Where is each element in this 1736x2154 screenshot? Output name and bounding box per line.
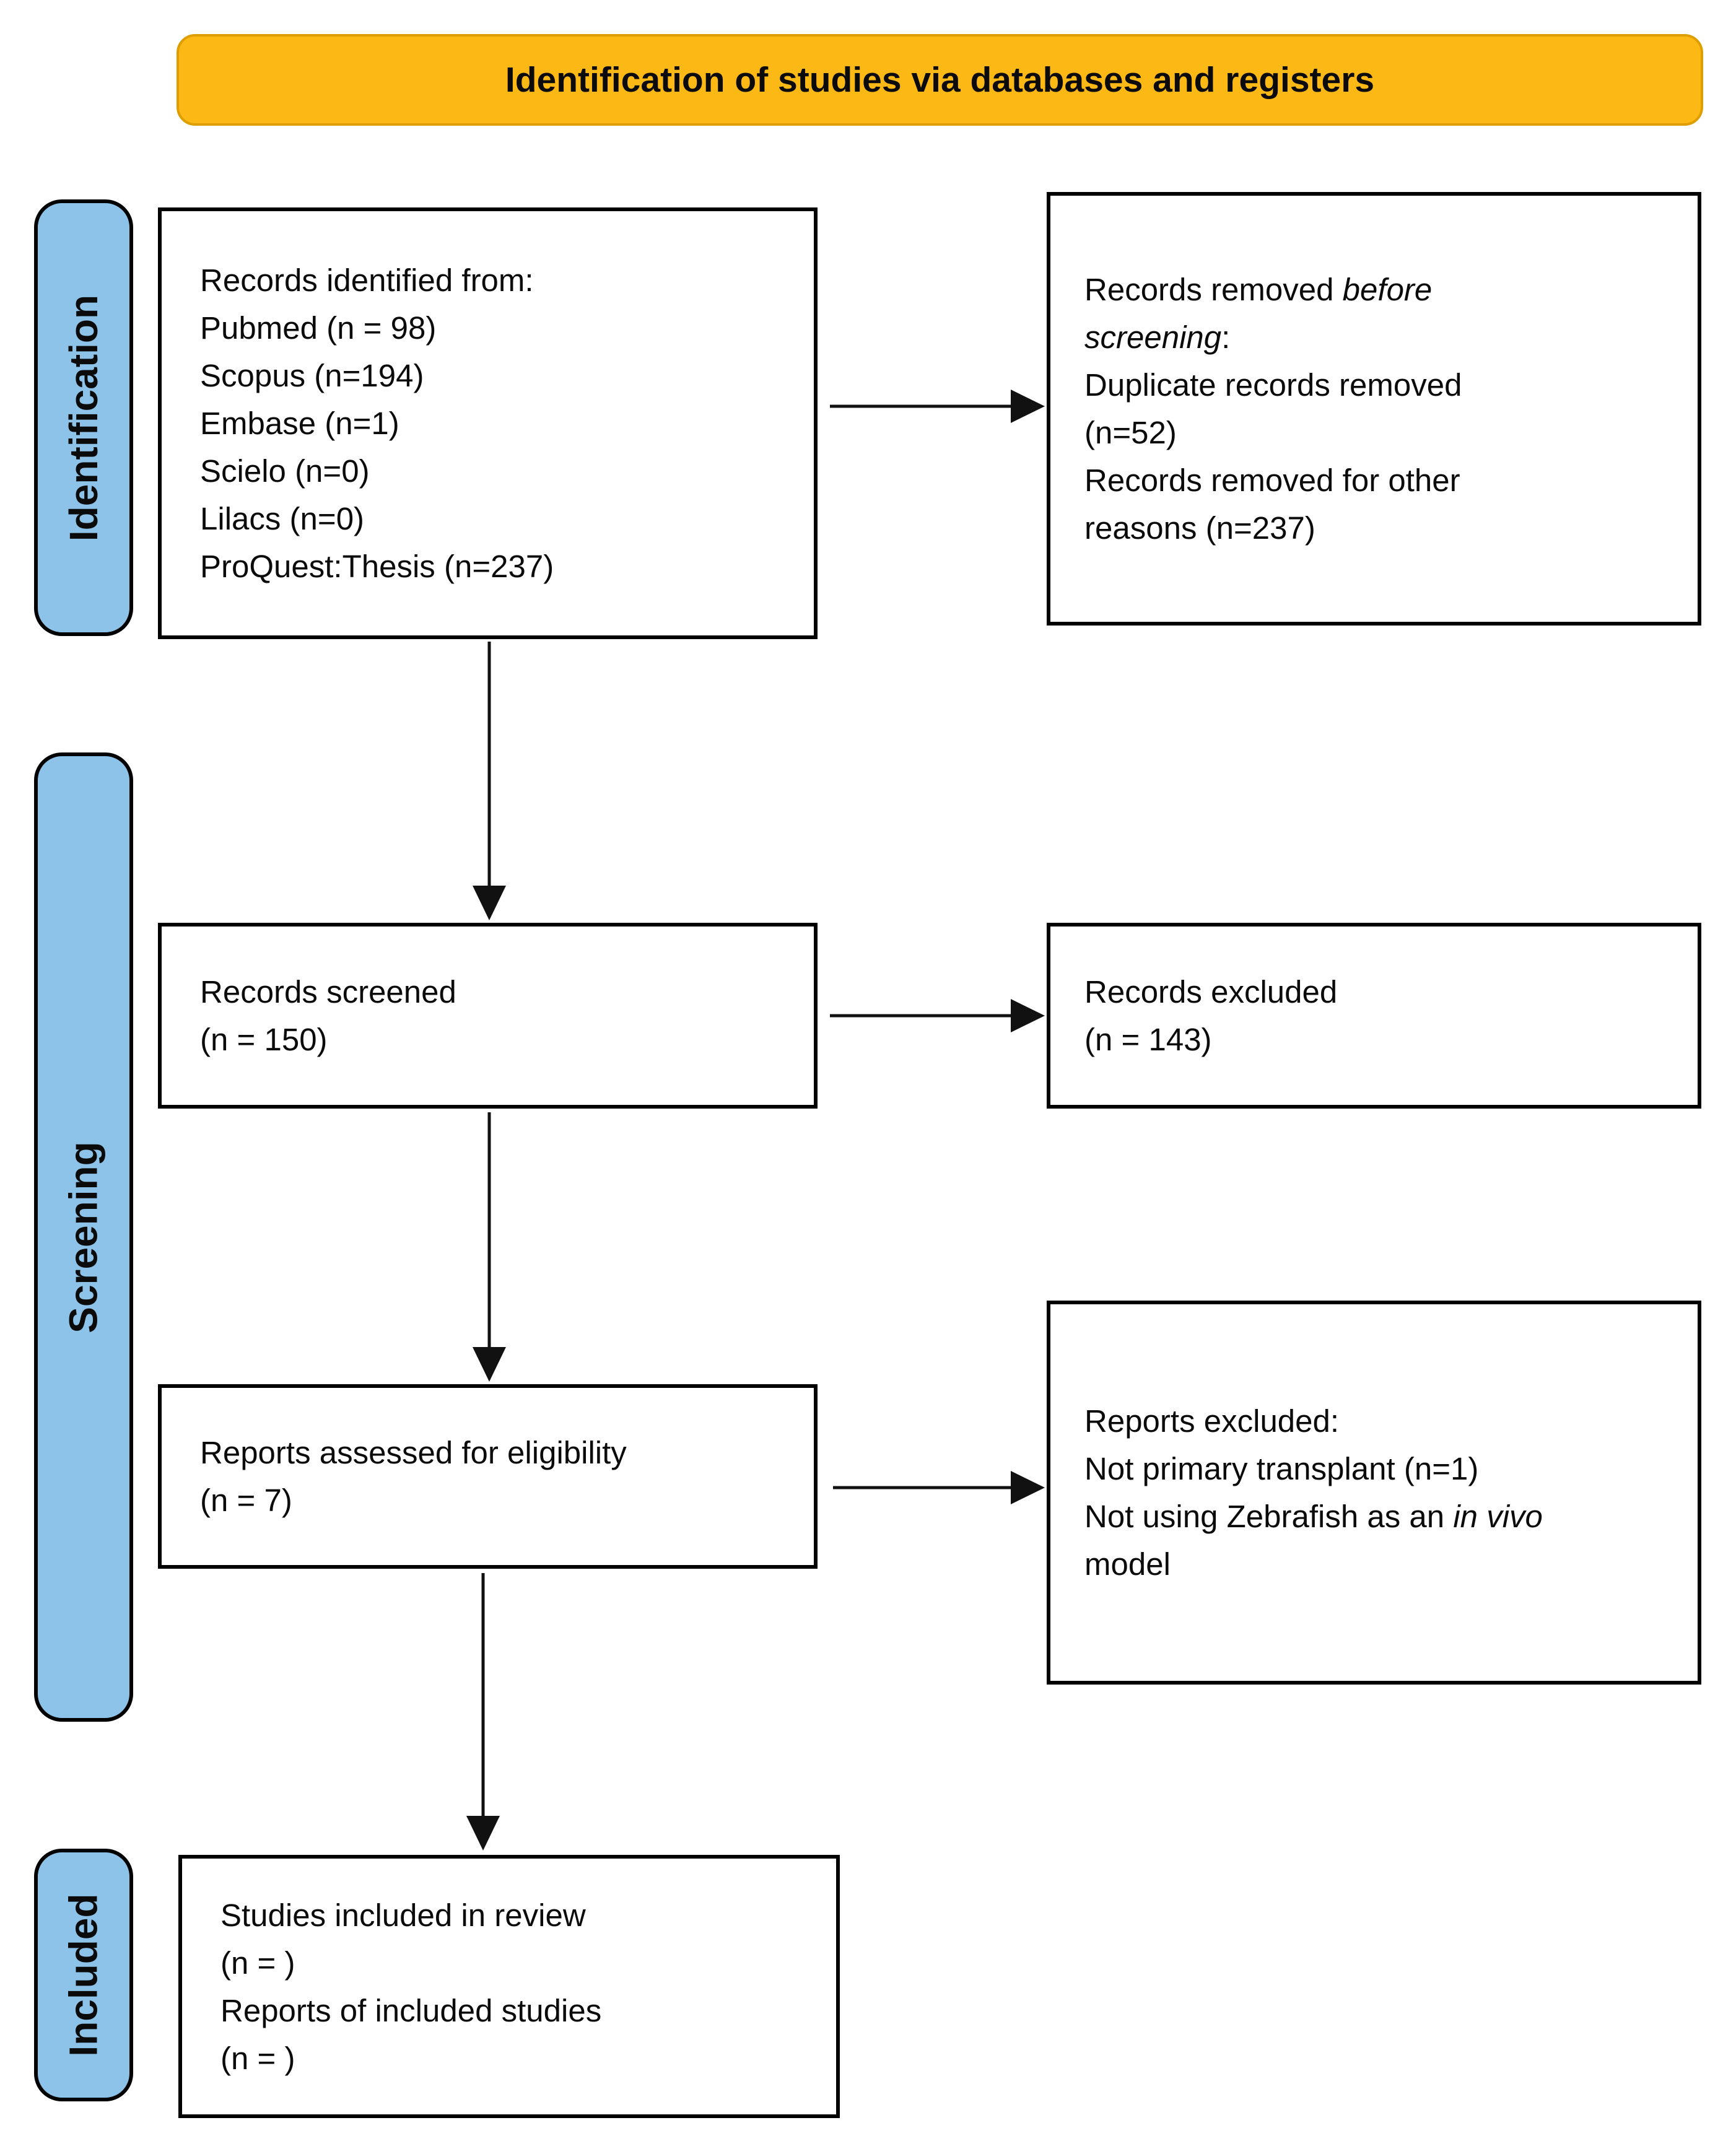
stage-tab-screening: Screening — [34, 752, 133, 1722]
text-line: Studies included in review — [220, 1897, 586, 1933]
text-line: (n=52) — [1084, 415, 1177, 450]
box-reports-assessed-for-eligibility: Reports assessed for eligibility (n = 7) — [158, 1384, 818, 1569]
arrow-identified-to-screened-icon — [473, 642, 506, 920]
text-line: Not using Zebrafish as an in vivo — [1084, 1499, 1543, 1534]
text-line: (n = ) — [220, 2040, 295, 2076]
arrow-screened-to-assessed-icon — [473, 1112, 506, 1382]
stage-tab-identification: Identification — [34, 199, 133, 636]
box-records-excluded: Records excluded (n = 143) — [1047, 923, 1701, 1109]
box-records-identified: Records identified from: Pubmed (n = 98) S… — [158, 207, 818, 639]
title-banner: Identification of studies via databases … — [177, 34, 1703, 126]
text-line: Reports of included studies — [220, 1992, 602, 2028]
text-line: (n = ) — [220, 1945, 295, 1981]
text-line: Records removed before — [1084, 272, 1433, 307]
box-records-screened: Records screened (n = 150) — [158, 923, 818, 1109]
text-line: (n = 143) — [1084, 1022, 1212, 1057]
stage-tab-screening-label: Screening — [61, 1141, 106, 1333]
box-reports-excluded: Reports excluded: Not primary transplant … — [1047, 1301, 1701, 1685]
text-line: model — [1084, 1546, 1171, 1582]
text-line: Records excluded — [1084, 974, 1338, 1009]
text-line: Reports excluded: — [1084, 1403, 1340, 1439]
arrow-identified-to-removed-icon — [830, 390, 1045, 423]
stage-tab-included-label: Included — [61, 1893, 106, 2057]
text-line: Pubmed (n = 98) — [200, 310, 437, 346]
text-line: Lilacs (n=0) — [200, 501, 365, 536]
text-line: Reports assessed for eligibility — [200, 1435, 627, 1470]
text-line: reasons (n=237) — [1084, 510, 1315, 546]
stage-tab-included: Included — [34, 1849, 133, 2101]
text-line: Not primary transplant (n=1) — [1084, 1451, 1479, 1486]
text-line: Duplicate records removed — [1084, 367, 1462, 403]
text-line: Scopus (n=194) — [200, 358, 424, 393]
text-line: Scielo (n=0) — [200, 453, 370, 489]
title-text: Identification of studies via databases … — [505, 60, 1375, 100]
arrow-assessed-to-reports-excluded-icon — [833, 1471, 1045, 1504]
text-line: screening: — [1084, 320, 1231, 355]
box-records-removed-before-screening: Records removed before screening: Duplicat… — [1047, 192, 1701, 626]
text-line: (n = 7) — [200, 1483, 292, 1518]
text-line: (n = 150) — [200, 1022, 328, 1057]
arrow-assessed-to-included-icon — [466, 1573, 500, 1851]
text-line: ProQuest:Thesis (n=237) — [200, 549, 554, 584]
text-line: Records removed for other — [1084, 463, 1460, 498]
text-line: Embase (n=1) — [200, 406, 399, 441]
text-line: Records identified from: — [200, 263, 534, 298]
stage-tab-identification-label: Identification — [61, 294, 106, 541]
arrow-screened-to-excluded-icon — [830, 999, 1045, 1032]
box-studies-included-in-review: Studies included in review (n = ) Reports … — [178, 1855, 840, 2118]
text-line: Records screened — [200, 974, 456, 1009]
